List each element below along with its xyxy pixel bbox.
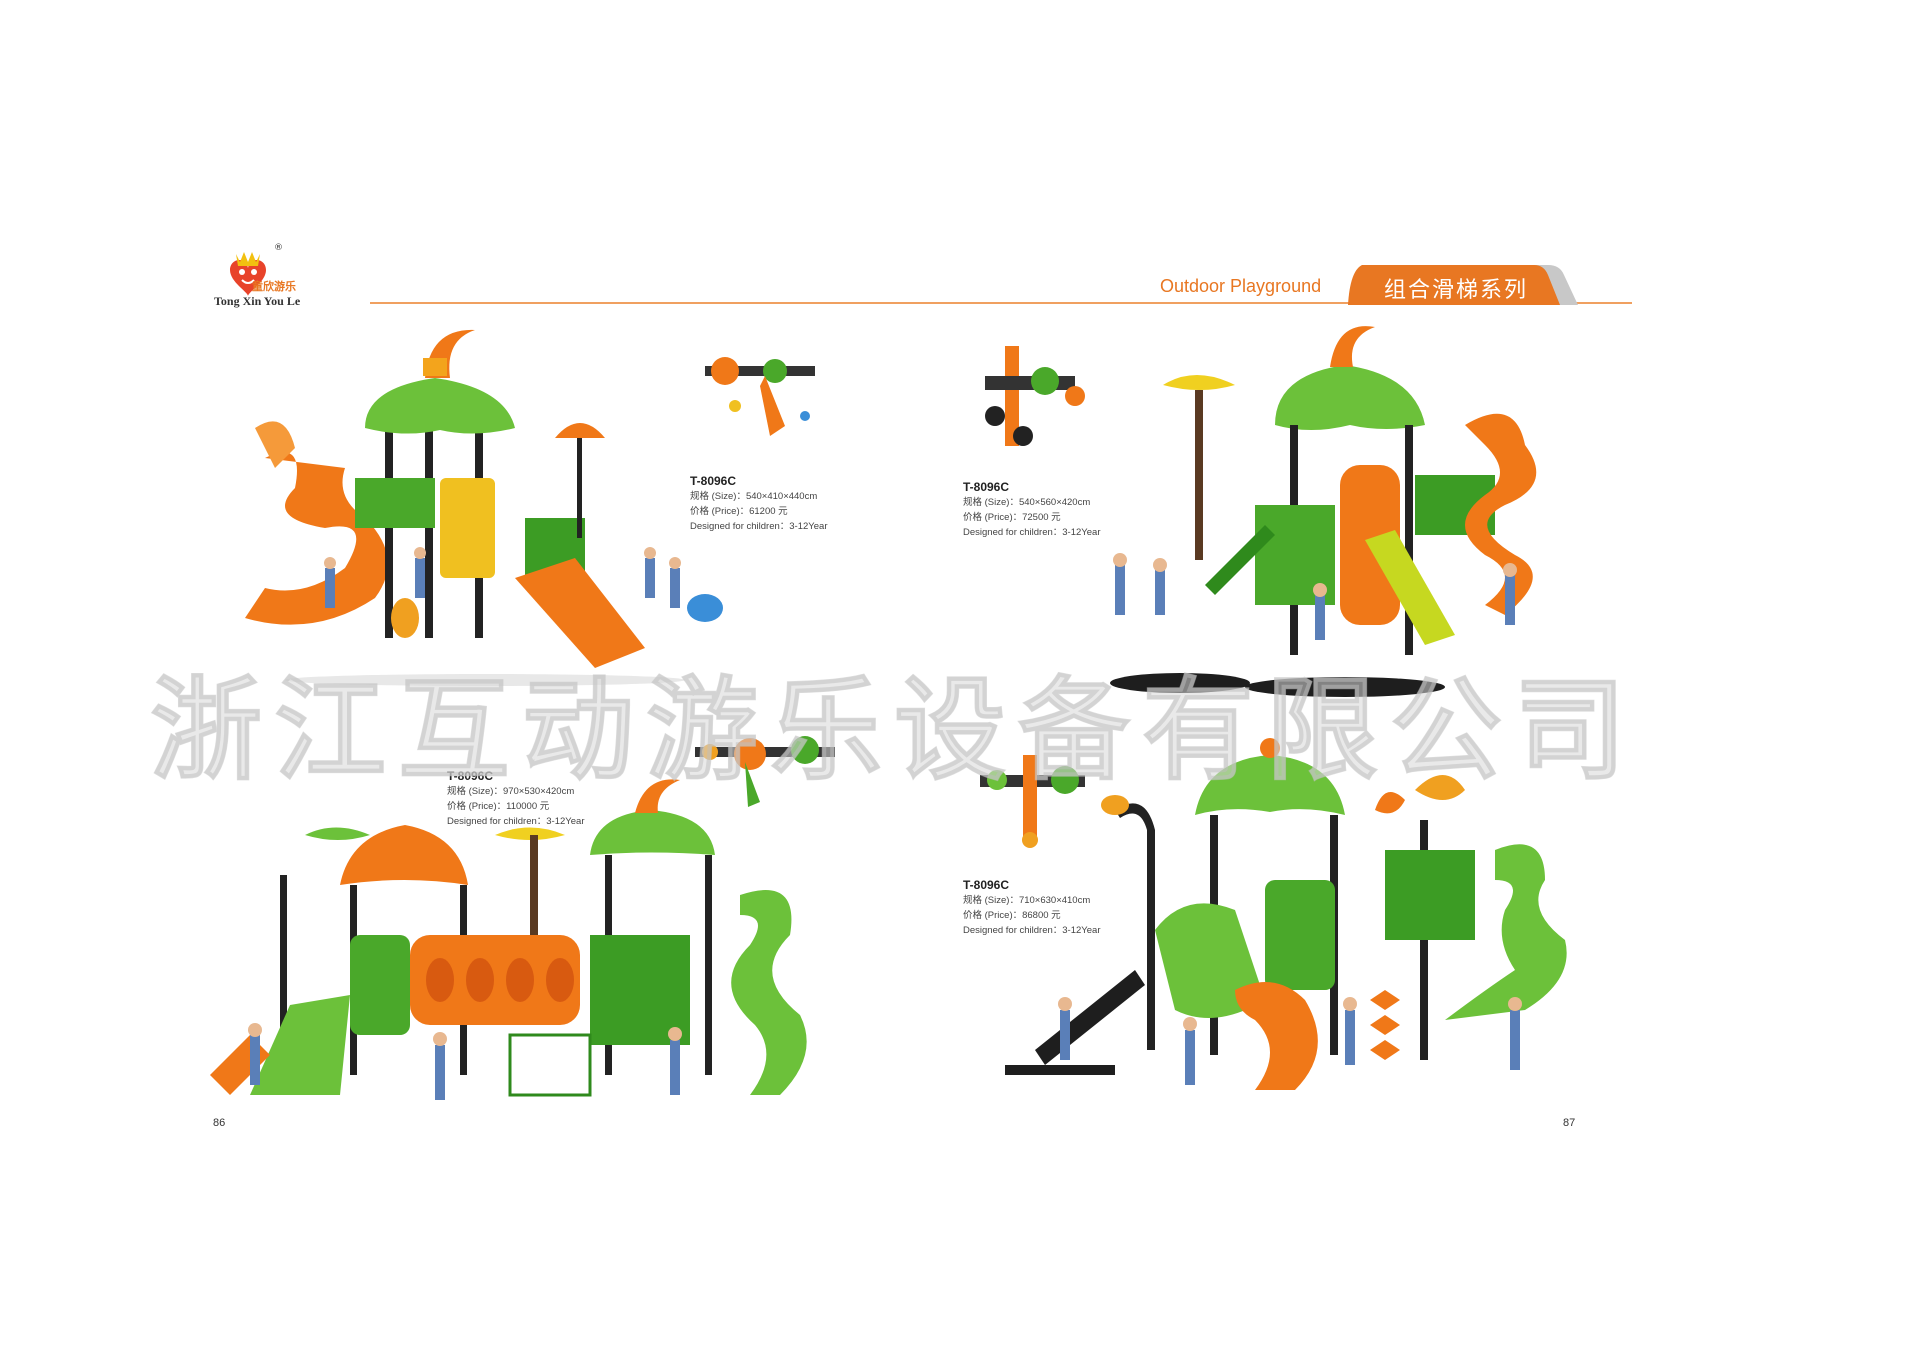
brand-logo: 童欣游乐 ® xyxy=(230,243,296,296)
product-price: 价格 (Price)：61200 元 xyxy=(690,506,788,517)
floor-plan-3 xyxy=(695,736,835,807)
playground-illustration-4 xyxy=(1005,738,1567,1090)
playground-illustration-3 xyxy=(210,779,807,1100)
product-price: 价格 (Price)：86800 元 xyxy=(963,910,1061,921)
product-size: 规格 (Size)：540×410×440cm xyxy=(690,491,818,502)
product-model: T-8096C xyxy=(963,480,1010,494)
product-size: 规格 (Size)：710×630×410cm xyxy=(963,895,1091,906)
product-info-2: T-8096C 规格 (Size)：540×560×420cm 价格 (Pric… xyxy=(963,479,1100,540)
product-info-1: T-8096C 规格 (Size)：540×410×440cm 价格 (Pric… xyxy=(690,473,827,534)
floor-plan-4 xyxy=(980,755,1085,848)
company-watermark: 浙江互动游乐设备有限公司 xyxy=(150,666,1638,797)
product-model: T-8096C xyxy=(963,878,1010,892)
page-number-right: 87 xyxy=(1563,1117,1576,1129)
playground-illustration-1 xyxy=(245,329,723,686)
header-divider xyxy=(370,302,1632,304)
product-size: 规格 (Size)：970×530×420cm xyxy=(447,786,575,797)
page-number-left: 86 xyxy=(213,1117,226,1129)
product-info-4: T-8096C 规格 (Size)：710×630×410cm 价格 (Pric… xyxy=(963,877,1100,938)
floor-plan-1 xyxy=(705,357,815,436)
product-price: 价格 (Price)：110000 元 xyxy=(447,801,550,812)
product-model: T-8096C xyxy=(690,474,737,488)
product-age: Designed for children：3-12Year xyxy=(963,527,1101,538)
product-age: Designed for children：3-12Year xyxy=(690,521,828,532)
product-size: 规格 (Size)：540×560×420cm xyxy=(963,497,1091,508)
brand-name-en: Tong Xin You Le xyxy=(214,294,301,308)
header-title-en: Outdoor Playground xyxy=(1160,276,1322,296)
header-tab-shape xyxy=(1348,265,1578,305)
floor-plan-2 xyxy=(985,346,1085,446)
product-model: T-8096C xyxy=(447,769,494,783)
product-age: Designed for children：3-12Year xyxy=(447,816,585,827)
registered-mark: ® xyxy=(274,243,283,253)
playground-illustration-2 xyxy=(1110,326,1537,697)
product-age: Designed for children：3-12Year xyxy=(963,925,1101,936)
product-info-3: T-8096C 规格 (Size)：970×530×420cm 价格 (Pric… xyxy=(447,768,584,829)
product-price: 价格 (Price)：72500 元 xyxy=(963,512,1061,523)
header-title-cn: 组合滑梯系列 xyxy=(1384,277,1529,302)
logo-text: 童欣游乐 xyxy=(252,279,296,293)
